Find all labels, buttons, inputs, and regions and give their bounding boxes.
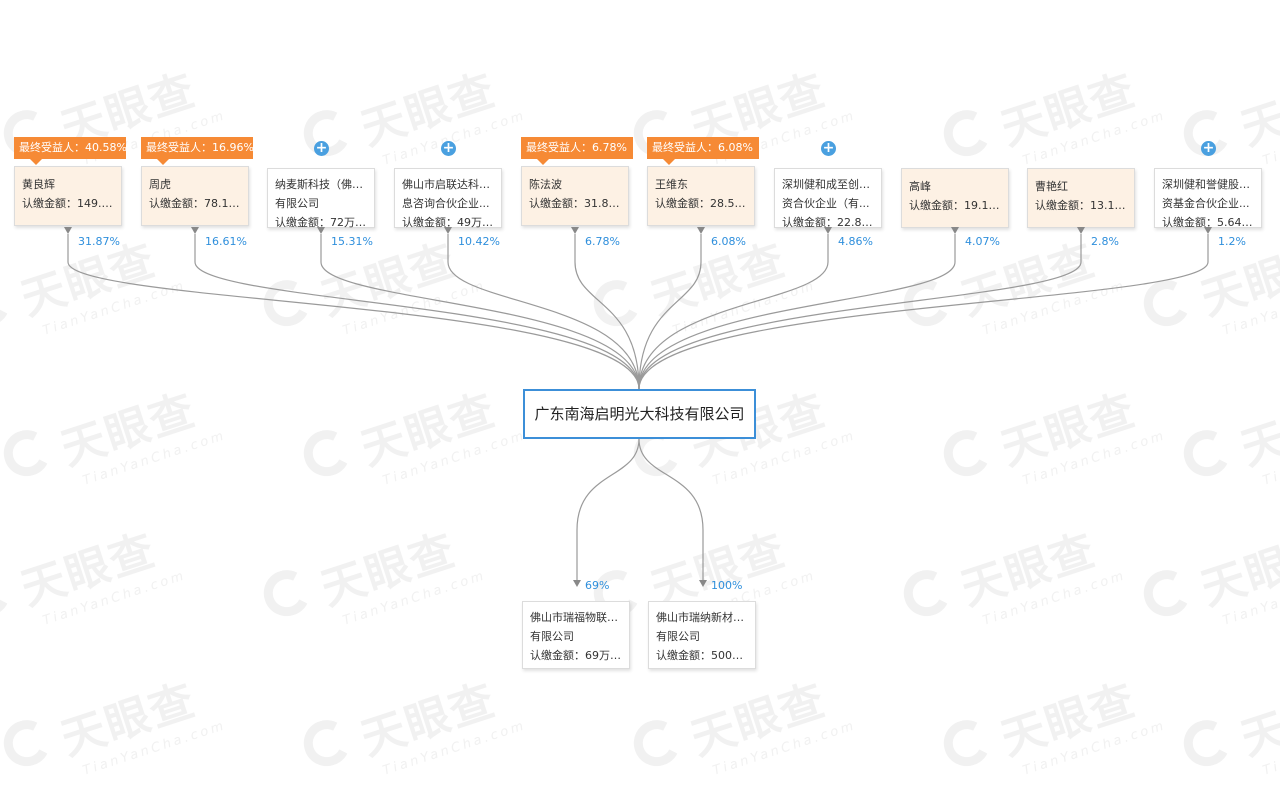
entity-name-line: 资合伙企业（有... bbox=[782, 197, 870, 210]
entity-node[interactable]: 黄良辉认缴金额：149.86... bbox=[14, 166, 122, 226]
connection-lines bbox=[67, 234, 1209, 580]
holding-percentage: 69% bbox=[585, 579, 610, 592]
watermark-subtext: TianYanCha.com bbox=[380, 718, 529, 779]
down-arrow-icon bbox=[444, 227, 452, 234]
down-arrow-icon bbox=[1204, 227, 1212, 234]
ultimate-beneficiary-badge: 最终受益人：40.58% bbox=[14, 137, 127, 165]
subscribed-amount: 认缴金额：500万... bbox=[656, 649, 749, 662]
entity-node[interactable]: 纳麦斯科技（佛山）有限公司认缴金额：72万元... bbox=[267, 168, 375, 229]
shareholder-link bbox=[320, 234, 640, 390]
subscribed-amount: 认缴金额：13.166... bbox=[1035, 199, 1128, 212]
entity-node[interactable]: 周虎认缴金额：78.12... bbox=[141, 166, 249, 226]
entity-node[interactable]: 佛山市启联达科技信息咨询合伙企业...认缴金额：49万元... bbox=[394, 168, 502, 229]
holding-percentage: 100% bbox=[711, 579, 743, 592]
expand-plus-icon[interactable]: + bbox=[1201, 140, 1216, 156]
watermark-subtext: TianYanCha.com bbox=[80, 718, 229, 779]
down-arrow-icon bbox=[951, 227, 959, 234]
shareholder-link bbox=[638, 234, 1209, 390]
entity-node[interactable]: 王维东认缴金额：28.571... bbox=[647, 166, 755, 226]
watermark-logo bbox=[297, 714, 356, 773]
entity-node[interactable]: 曹艳红认缴金额：13.166... bbox=[1027, 168, 1135, 228]
entity-name-line: 高峰 bbox=[909, 180, 931, 193]
subscribed-amount: 认缴金额：69万元... bbox=[530, 649, 623, 662]
entity-name-line: 息咨询合伙企业... bbox=[402, 197, 490, 210]
entity-name-line: 深圳健和誉健股权投 bbox=[1162, 178, 1255, 191]
watermark-logo bbox=[937, 714, 996, 773]
watermark-logo bbox=[0, 714, 56, 773]
entity-node[interactable]: 深圳健和成至创业投资合伙企业（有...认缴金额：22.857... bbox=[774, 168, 882, 229]
center-company-name: 广东南海启明光大科技有限公司 bbox=[534, 405, 745, 423]
entity-name-line: 有限公司 bbox=[656, 630, 700, 643]
entity-name-line: 有限公司 bbox=[530, 630, 574, 643]
down-arrow-icon bbox=[191, 227, 199, 234]
subscribed-amount: 认缴金额：19.131... bbox=[909, 199, 1002, 212]
investment-link bbox=[576, 438, 640, 580]
subscribed-amount: 认缴金额：78.12... bbox=[149, 197, 242, 210]
entity-name-line: 曹艳红 bbox=[1035, 180, 1068, 193]
holding-percentage: 6.08% bbox=[711, 235, 746, 248]
down-arrow-icon bbox=[573, 580, 581, 587]
watermark-logo bbox=[1177, 714, 1236, 773]
holding-percentage: 16.61% bbox=[205, 235, 247, 248]
ultimate-beneficiary-badge: 最终受益人：6.08% bbox=[647, 137, 759, 165]
entity-name-line: 深圳健和成至创业投 bbox=[782, 178, 875, 191]
watermark-subtext: TianYanCha.com bbox=[1260, 718, 1280, 779]
holding-percentage: 6.78% bbox=[585, 235, 620, 248]
entity-node[interactable]: 陈法波认缴金额：31.885... bbox=[521, 166, 629, 226]
down-arrow-icon bbox=[699, 580, 707, 587]
entity-name-line: 周虎 bbox=[149, 178, 171, 191]
subscribed-amount: 认缴金额：31.885... bbox=[529, 197, 622, 210]
entity-name-line: 黄良辉 bbox=[22, 178, 55, 191]
holding-percentage: 2.8% bbox=[1091, 235, 1119, 248]
holding-percentage: 31.87% bbox=[78, 235, 120, 248]
holding-percentage: 4.86% bbox=[838, 235, 873, 248]
down-arrow-icon bbox=[1077, 227, 1085, 234]
ultimate-beneficiary-badge: 最终受益人：6.78% bbox=[521, 137, 633, 165]
entity-node[interactable]: 佛山市瑞纳新材科技有限公司认缴金额：500万... bbox=[648, 601, 756, 669]
entity-node[interactable]: 佛山市瑞福物联科技有限公司认缴金额：69万元... bbox=[522, 601, 630, 669]
holding-percentage: 4.07% bbox=[965, 235, 1000, 248]
down-arrow-icon bbox=[64, 227, 72, 234]
shareholder-link bbox=[638, 234, 702, 390]
shareholder-link bbox=[638, 234, 1082, 390]
holding-percentage: 15.31% bbox=[331, 235, 373, 248]
subscribed-amount: 认缴金额：149.86... bbox=[22, 197, 115, 210]
center-company-node[interactable]: 广东南海启明光大科技有限公司 bbox=[523, 389, 756, 439]
watermark-subtext: TianYanCha.com bbox=[1020, 718, 1169, 779]
shareholder-link bbox=[638, 234, 956, 390]
investment-link bbox=[638, 438, 704, 580]
entity-name-line: 佛山市瑞福物联科技 bbox=[530, 611, 623, 624]
entity-name-line: 佛山市启联达科技信 bbox=[402, 178, 495, 191]
down-arrow-icon bbox=[824, 227, 832, 234]
shareholder-link bbox=[638, 234, 829, 390]
holding-percentage: 1.2% bbox=[1218, 235, 1246, 248]
entity-node[interactable]: 高峰认缴金额：19.131... bbox=[901, 168, 1009, 228]
subscribed-amount: 认缴金额：28.571... bbox=[655, 197, 748, 210]
watermark-logo bbox=[627, 714, 686, 773]
shareholder-link bbox=[574, 234, 640, 390]
expand-plus-icon[interactable]: + bbox=[821, 140, 836, 156]
watermark-subtext: TianYanCha.com bbox=[710, 718, 859, 779]
entity-name-line: 纳麦斯科技（佛山） bbox=[275, 178, 368, 191]
expand-plus-icon[interactable]: + bbox=[441, 140, 456, 156]
ultimate-beneficiary-badge: 最终受益人：16.96% bbox=[141, 137, 254, 165]
shareholder-link bbox=[194, 234, 640, 390]
entity-name-line: 有限公司 bbox=[275, 197, 319, 210]
entity-node[interactable]: 深圳健和誉健股权投资基金合伙企业...认缴金额：5.6431... bbox=[1154, 168, 1262, 229]
shareholder-link bbox=[447, 234, 640, 390]
entity-name-line: 陈法波 bbox=[529, 178, 562, 191]
entity-name-line: 资基金合伙企业... bbox=[1162, 197, 1250, 210]
down-arrow-icon bbox=[317, 227, 325, 234]
shareholder-link bbox=[67, 234, 640, 390]
entity-name-line: 王维东 bbox=[655, 178, 688, 191]
expand-plus-icon[interactable]: + bbox=[314, 140, 329, 156]
down-arrow-icon bbox=[697, 227, 705, 234]
holding-percentage: 10.42% bbox=[458, 235, 500, 248]
entity-name-line: 佛山市瑞纳新材科技 bbox=[656, 611, 749, 624]
down-arrow-icon bbox=[571, 227, 579, 234]
